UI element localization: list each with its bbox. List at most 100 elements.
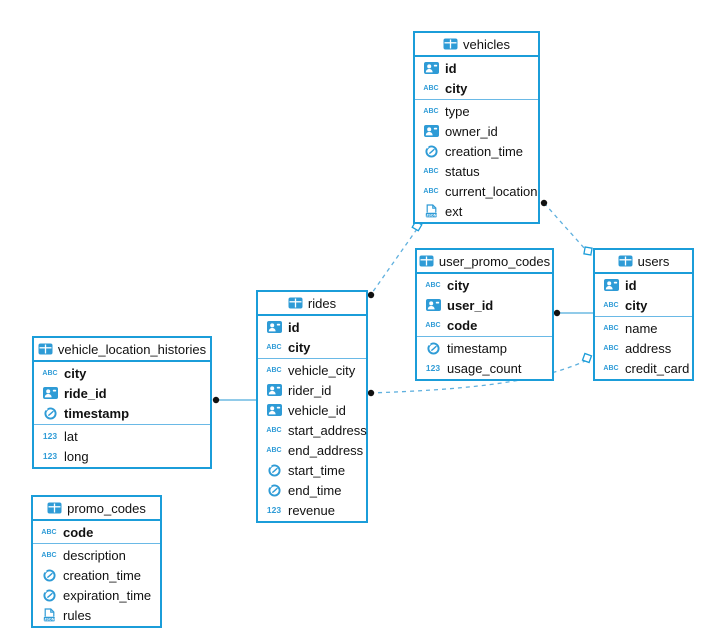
field-name: description (63, 547, 126, 563)
table-name: vehicle_location_histories (57, 341, 207, 357)
relationship-vehicles-to-users (543, 202, 586, 250)
id-card-icon (41, 387, 59, 399)
field-name: long (64, 448, 89, 464)
field-row-end_time[interactable]: end_time (258, 480, 366, 500)
id-card-icon (422, 62, 440, 74)
field-row-lat[interactable]: 123 lat (34, 426, 210, 446)
field-row-usage_count[interactable]: 123 usage_count (417, 358, 552, 378)
field-row-code[interactable]: ABC code (33, 522, 160, 542)
field-row-city[interactable]: ABC city (595, 295, 692, 315)
text-type-icon: ABC (603, 301, 619, 309)
svg-text:JSON: JSON (426, 213, 437, 217)
connector-square-marker (581, 352, 593, 364)
id-card-icon (265, 384, 283, 396)
table-name: promo_codes (67, 500, 146, 516)
field-name: city (64, 365, 87, 381)
field-row-creation_time[interactable]: creation_time (415, 141, 538, 161)
text-type-icon: ABC (423, 107, 439, 115)
text-type-icon: ABC (423, 84, 439, 92)
field-name: ride_id (64, 385, 107, 401)
field-name: expiration_time (63, 587, 152, 603)
table-header[interactable]: promo_codes (33, 497, 160, 521)
field-name: city (625, 297, 648, 313)
table-header[interactable]: vehicles (415, 33, 538, 57)
text-type-icon: ABC (425, 281, 441, 289)
field-row-user_id[interactable]: user_id (417, 295, 552, 315)
text-type-icon: ABC (266, 446, 282, 454)
connector-dot-marker (212, 396, 220, 404)
table-name: vehicles (463, 36, 510, 52)
relationship-vehicles-to-rides (371, 228, 418, 294)
primary-key-section: ABC city ride_id timestamp (34, 362, 210, 425)
field-row-creation_time[interactable]: creation_time (33, 565, 160, 585)
field-name: status (445, 163, 480, 179)
field-row-rider_id[interactable]: rider_id (258, 380, 366, 400)
field-name: name (625, 320, 658, 336)
field-row-description[interactable]: ABC description (33, 545, 160, 565)
field-name: rider_id (288, 382, 332, 398)
text-type-icon: ABC (603, 364, 619, 372)
field-name: lat (64, 428, 78, 444)
text-type-icon: ABC (42, 369, 58, 377)
number-type-icon: 123 (42, 431, 58, 441)
text-type-icon: ABC (41, 551, 57, 559)
primary-key-section: ABC code (33, 521, 160, 544)
text-type-icon: ABC (603, 344, 619, 352)
table-header[interactable]: vehicle_location_histories (34, 338, 210, 362)
field-name: start_address (288, 422, 367, 438)
field-row-id[interactable]: id (595, 275, 692, 295)
field-row-timestamp[interactable]: timestamp (417, 338, 552, 358)
field-name: code (63, 524, 94, 540)
field-row-expiration_time[interactable]: expiration_time (33, 585, 160, 605)
time-icon (424, 341, 442, 355)
id-card-icon (602, 279, 620, 291)
text-type-icon: ABC (266, 343, 282, 351)
field-row-ride_id[interactable]: ride_id (34, 383, 210, 403)
field-row-owner_id[interactable]: owner_id (415, 121, 538, 141)
field-row-vehicle_id[interactable]: vehicle_id (258, 400, 366, 420)
text-type-icon: ABC (41, 528, 57, 536)
table-header[interactable]: users (595, 250, 692, 274)
field-name: id (445, 60, 457, 76)
field-row-start_time[interactable]: start_time (258, 460, 366, 480)
field-name: id (625, 277, 637, 293)
field-name: usage_count (447, 360, 522, 376)
field-name: start_time (288, 462, 346, 478)
table-header[interactable]: user_promo_codes (417, 250, 552, 274)
field-row-timestamp[interactable]: timestamp (34, 403, 210, 423)
table-header[interactable]: rides (258, 292, 366, 316)
field-row-id[interactable]: id (415, 58, 538, 78)
field-row-city[interactable]: ABC city (34, 363, 210, 383)
id-card-icon (265, 404, 283, 416)
field-name: end_time (288, 482, 342, 498)
field-row-id[interactable]: id (258, 317, 366, 337)
number-type-icon: 123 (425, 363, 441, 373)
